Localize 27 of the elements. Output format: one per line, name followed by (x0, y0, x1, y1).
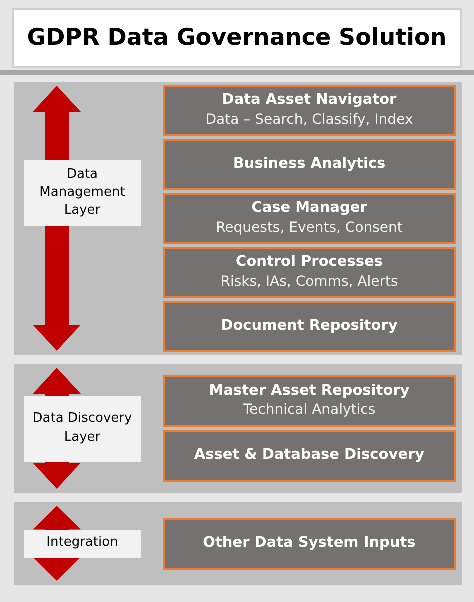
layer-panel (14, 82, 462, 355)
module-box (163, 430, 456, 482)
title-banner: GDPR Data Governance Solution (12, 8, 462, 68)
module-title: Asset & Database Discovery (194, 446, 425, 466)
module-title: Master Asset Repository (209, 382, 410, 401)
module-title: Other Data System Inputs (203, 534, 416, 553)
module-box (163, 375, 456, 427)
module-title: Control Processes (236, 253, 383, 272)
layer-panel (14, 364, 462, 493)
module-subtitle: Technical Analytics (243, 401, 376, 420)
module-box (163, 85, 456, 136)
module-box (163, 247, 456, 298)
module-box (163, 301, 456, 352)
module-title: Document Repository (221, 316, 398, 336)
module-title: Business Analytics (233, 154, 386, 174)
module-box (163, 193, 456, 244)
layer-label: Data Discovery Layer (24, 396, 141, 462)
module-subtitle: Data – Search, Classify, Index (206, 110, 414, 130)
module-subtitle: Requests, Events, Consent (216, 218, 403, 238)
module-subtitle: Risks, IAs, Comms, Alerts (220, 272, 398, 292)
module-title: Data Asset Navigator (222, 91, 397, 110)
module-box (163, 139, 456, 190)
layer-panel (14, 502, 462, 585)
module-title: Case Manager (252, 199, 368, 218)
module-box (163, 518, 456, 570)
layer-label: Data Management Layer (24, 160, 141, 226)
layer-label: Integration (24, 530, 141, 558)
